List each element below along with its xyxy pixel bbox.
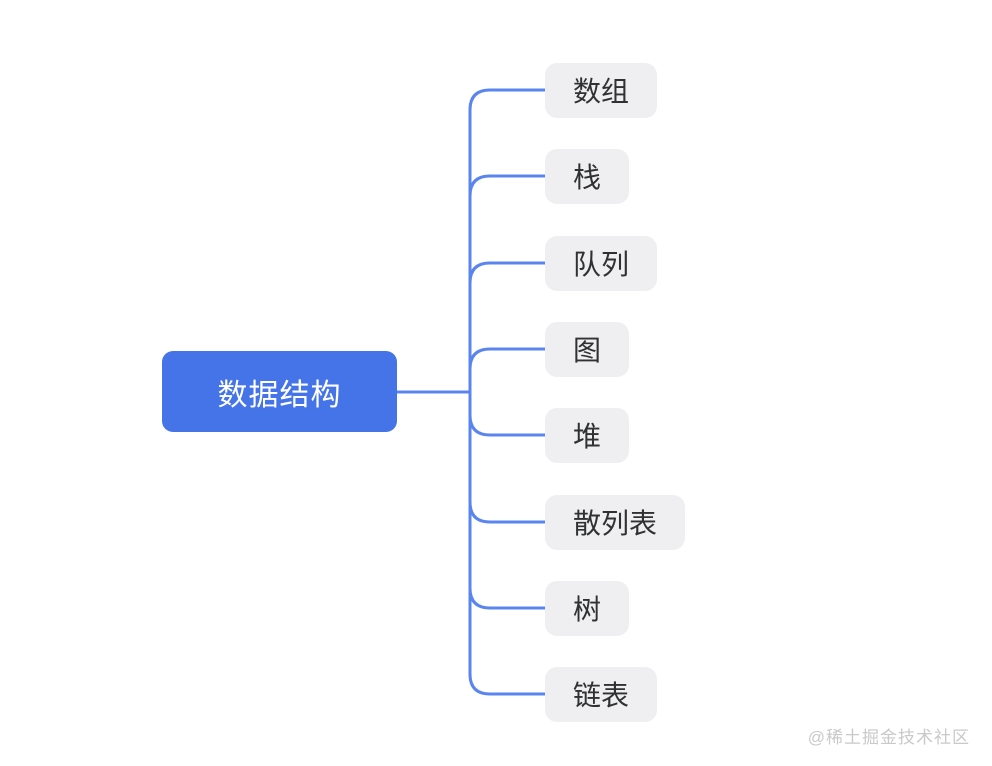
watermark: @稀土掘金技术社区 [807,728,970,747]
mindmap-node[interactable]: 树 [545,580,630,636]
mindmap-node[interactable]: 图 [545,321,630,377]
mindmap-node[interactable]: 栈 [545,148,630,204]
root-node[interactable]: 数据结构 [162,351,397,432]
mindmap-node[interactable]: 数组 [545,62,658,118]
mindmap-node[interactable]: 队列 [545,235,658,291]
connector-path [468,174,547,198]
connector-path [468,347,547,371]
mindmap-node[interactable]: 堆 [545,407,630,463]
mindmap-node[interactable]: 链表 [545,666,658,722]
connector-path [468,88,547,112]
connector-path [468,500,547,524]
connector-path [468,413,547,437]
connector-path [468,672,547,696]
connector-path [468,261,547,285]
connector-path [468,586,547,610]
mindmap-node[interactable]: 散列表 [545,494,686,550]
